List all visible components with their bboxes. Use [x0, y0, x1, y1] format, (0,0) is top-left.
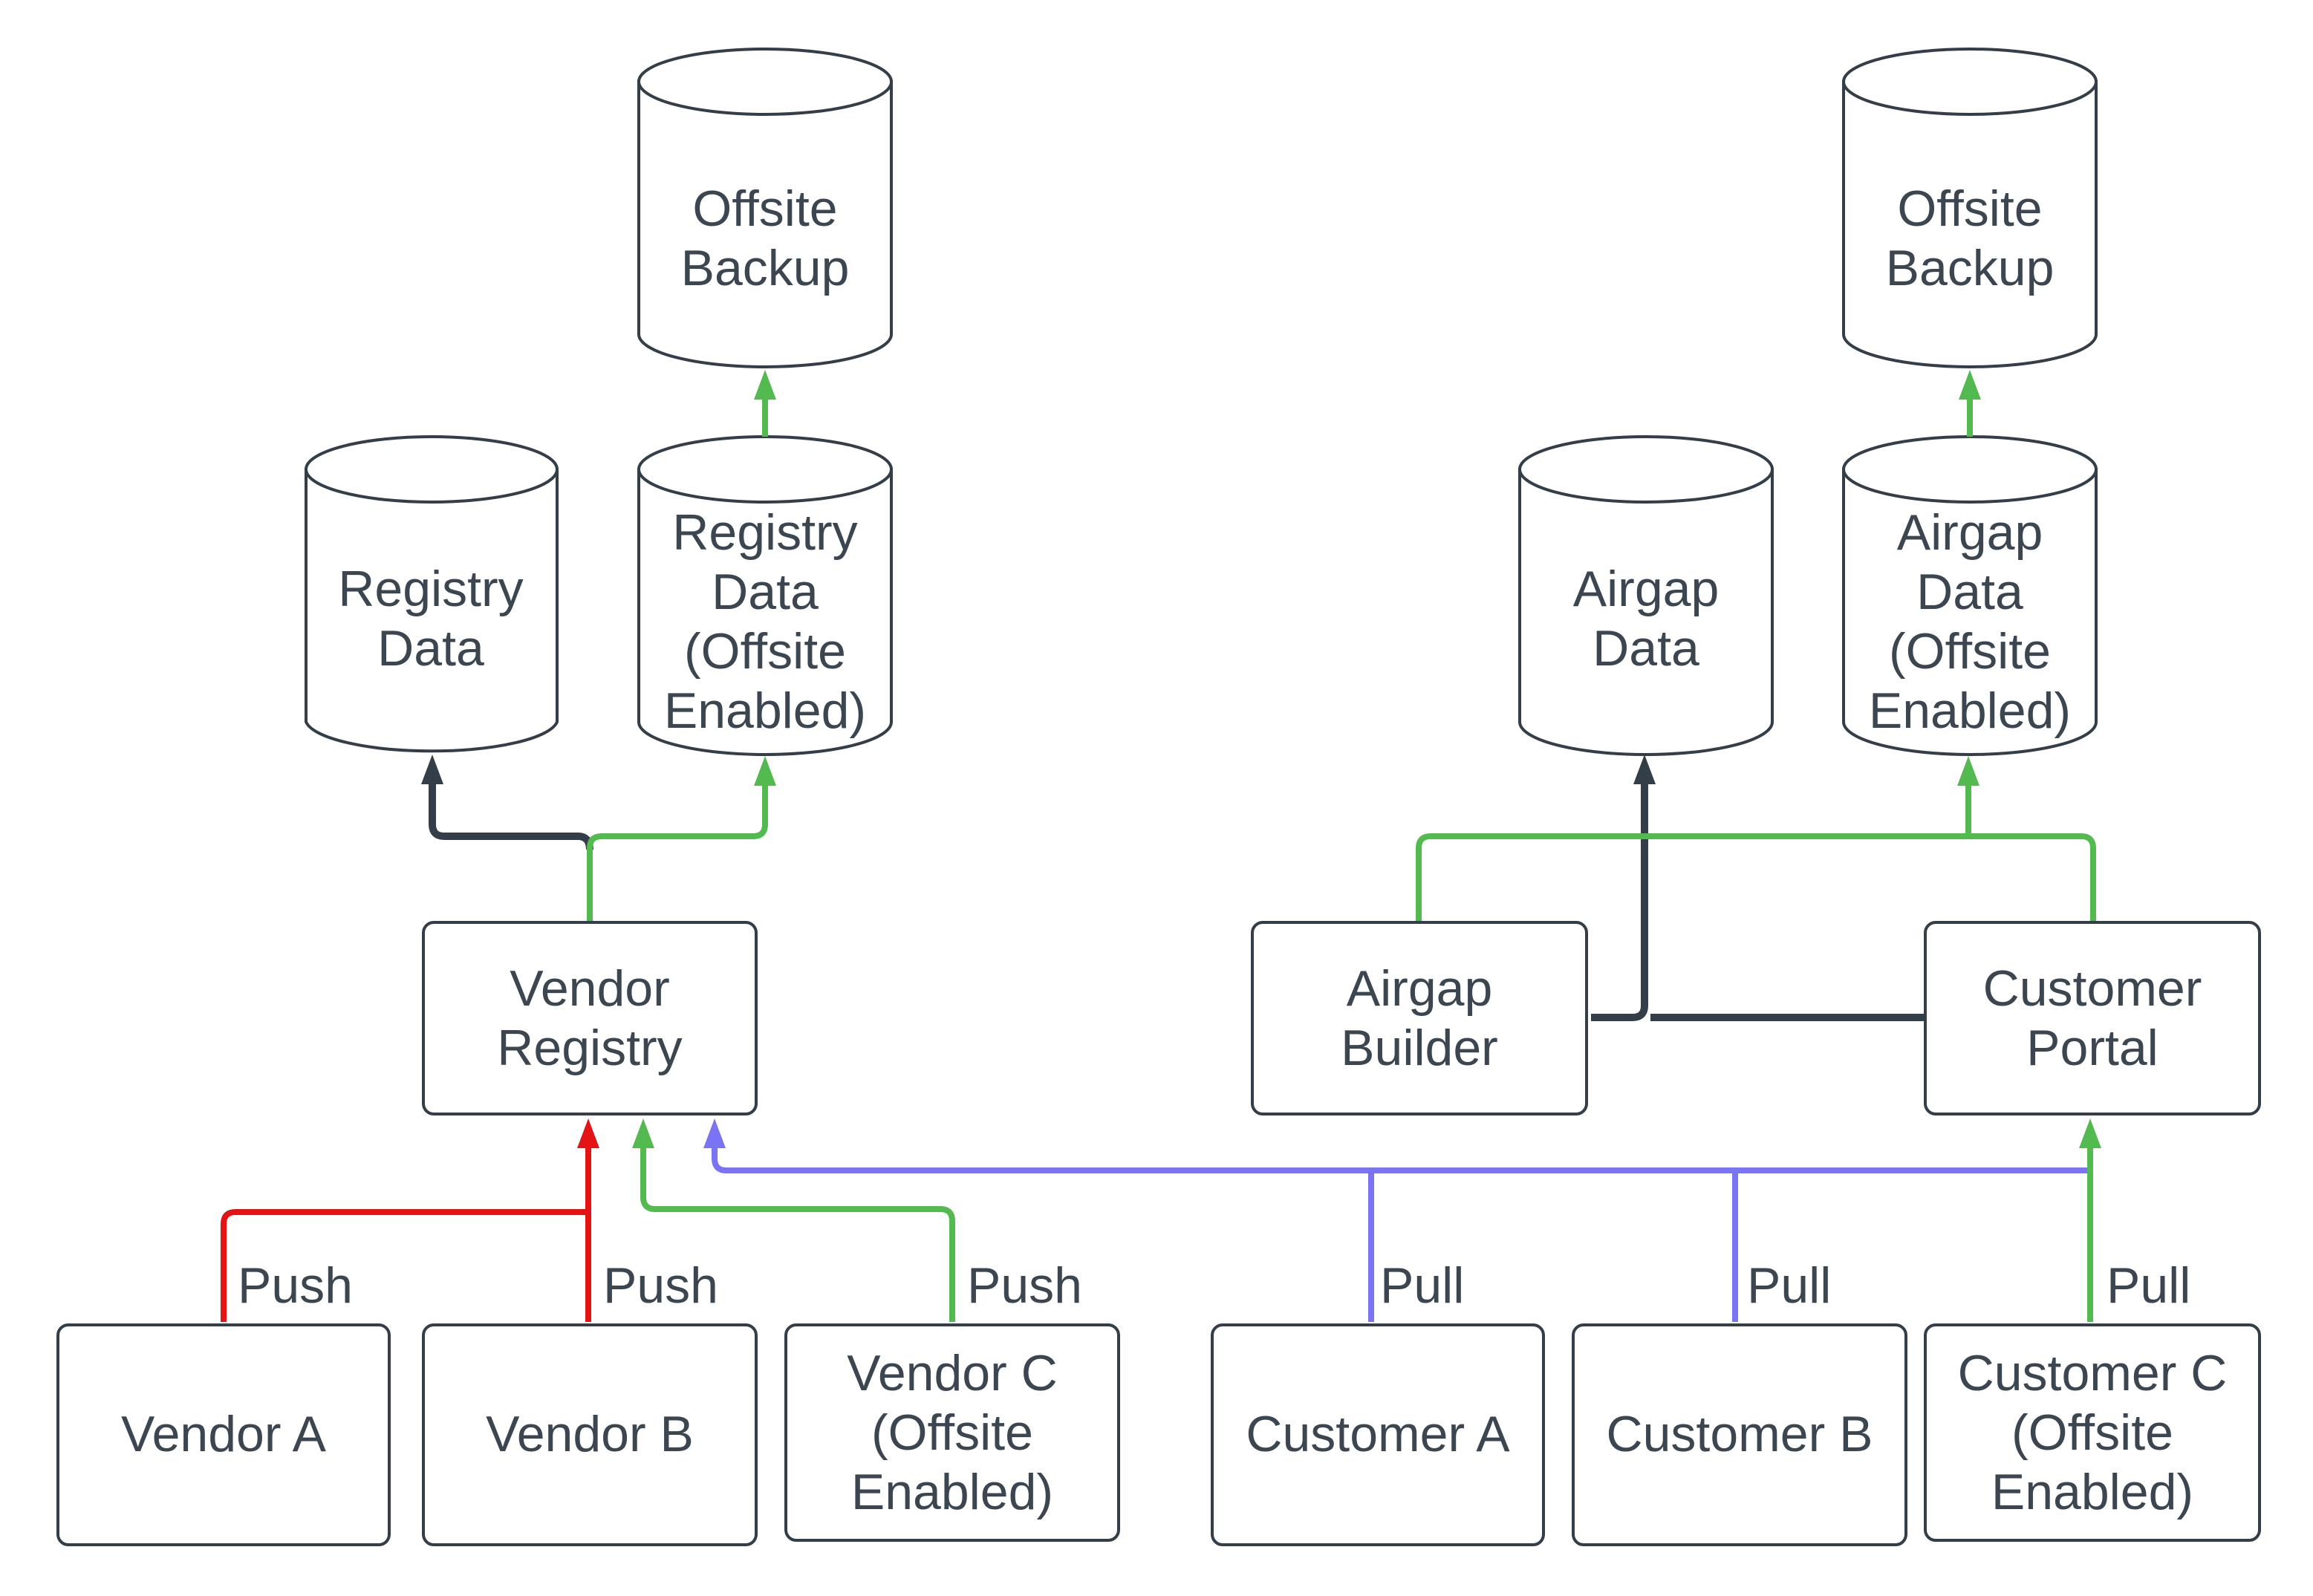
- cylinder-label-airgap-data-offsite: Airgap Data (Offsite Enabled): [1868, 505, 2072, 740]
- edge-vendor-c-push: [632, 1118, 955, 1322]
- node-label: Customer A: [1246, 1407, 1510, 1463]
- edge-label-pull-customer-c: Pull: [2107, 1258, 2191, 1315]
- cylinder-label-registry-data-offsite: Registry Data (Offsite Enabled): [663, 505, 867, 740]
- node-vendor-a: Vendor A: [56, 1323, 391, 1546]
- cylinder-label-registry-data: Registry Data: [338, 561, 524, 677]
- node-label: Vendor C (Offsite Enabled): [847, 1345, 1058, 1520]
- node-airgap-builder: Airgap Builder: [1251, 921, 1588, 1115]
- node-vendor-registry: Vendor Registry: [422, 921, 758, 1115]
- node-customer-portal: Customer Portal: [1924, 921, 2261, 1115]
- edge-airgap-builder-to-airgap-data: [1591, 755, 1656, 1021]
- cylinder-offsite-backup-left: [637, 48, 893, 368]
- edge-label-push-vendor-c: Push: [967, 1258, 1082, 1315]
- cylinder-label-offsite-backup-right: Offsite Backup: [1885, 181, 2055, 297]
- node-label: Customer C (Offsite Enabled): [1957, 1345, 2228, 1520]
- node-label: Vendor A: [120, 1407, 326, 1463]
- cylinder-airgap-data-offsite: [1842, 435, 2098, 756]
- cylinder-label-offsite-backup-left: Offsite Backup: [680, 181, 850, 297]
- edge-vendor-a-push: [221, 1209, 588, 1322]
- node-label: Customer Portal: [1982, 960, 2202, 1076]
- edge-vendor-registry-to-registry-data-offsite: [587, 756, 776, 921]
- edge-pull-to-vendor-registry: [703, 1118, 2090, 1173]
- node-label: Vendor Registry: [497, 960, 683, 1076]
- cylinder-label-airgap-data: Airgap Data: [1572, 561, 1720, 677]
- node-label: Customer B: [1606, 1407, 1873, 1463]
- node-label: Vendor B: [486, 1407, 694, 1463]
- node-customer-a: Customer A: [1211, 1323, 1545, 1546]
- node-customer-c: Customer C (Offsite Enabled): [1924, 1323, 2261, 1542]
- node-vendor-c: Vendor C (Offsite Enabled): [784, 1323, 1120, 1542]
- edge-label-push-vendor-b: Push: [603, 1258, 718, 1315]
- cylinder-registry-data: [305, 435, 559, 753]
- edge-label-push-vendor-a: Push: [238, 1258, 353, 1315]
- node-label: Airgap Builder: [1341, 960, 1498, 1076]
- node-vendor-b: Vendor B: [422, 1323, 758, 1546]
- edge-label-pull-customer-a: Pull: [1380, 1258, 1465, 1315]
- node-customer-b: Customer B: [1572, 1323, 1907, 1546]
- edge-label-pull-customer-b: Pull: [1747, 1258, 1832, 1315]
- edge-customer-portal-to-airgap-builder: [1416, 833, 2096, 921]
- edge-vendor-registry-to-registry-data: [421, 755, 593, 850]
- cylinder-registry-data-offsite: [637, 435, 893, 756]
- cylinder-offsite-backup-right: [1842, 48, 2098, 368]
- cylinder-airgap-data: [1518, 435, 1774, 756]
